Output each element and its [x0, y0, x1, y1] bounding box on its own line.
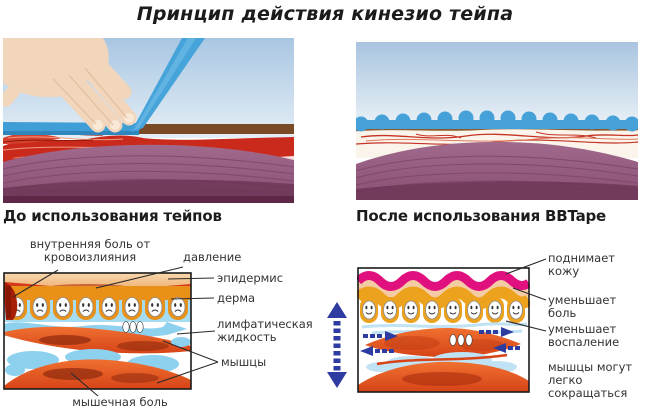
cell-ovals: [449, 334, 473, 346]
epidermis-layer: [4, 273, 191, 286]
illustration-after-taping: [356, 42, 638, 200]
wavy-tape: [356, 110, 638, 132]
label-internal-pain: внутренняя боль от кровоизлияния: [29, 237, 151, 264]
muscle-relaxed: [365, 328, 521, 358]
diagram-after-tape: [353, 267, 533, 393]
diagram-before-tape: [3, 272, 192, 390]
hand: [3, 38, 137, 133]
after-taping-scene: [356, 42, 638, 200]
label-muscle-pain: мышечная боль: [72, 395, 168, 409]
muscle-motion-arrows: [360, 327, 520, 356]
cell-ovals: [122, 321, 144, 333]
page-title: Принцип действия кинезио тейпа: [136, 3, 514, 25]
before-taping-scene: [3, 38, 294, 203]
illustration-before-taping: [3, 38, 294, 203]
kinesio-tape-wavy: [354, 271, 532, 291]
caption-after: После использования BBTape: [356, 207, 607, 225]
label-derma: дерма: [217, 291, 256, 305]
epidermis-wavy: [354, 279, 532, 301]
skin-surface: [131, 124, 294, 134]
label-lymphatic-fluid: лимфатическая жидкость: [217, 317, 313, 344]
label-pressure: давление: [183, 250, 242, 264]
label-epidermis: эпидермис: [217, 271, 284, 285]
label-reduces-pain: уменьшает боль: [548, 293, 617, 320]
label-lifts-skin: поднимает кожу: [548, 251, 615, 278]
lift-direction-arrow: [327, 302, 347, 388]
label-muscles-contract: мышцы могут легко сокращаться: [548, 360, 633, 400]
skin-cross-section-after: [353, 267, 533, 393]
label-muscles: мышцы: [221, 355, 267, 369]
skin-cross-section-before: [3, 272, 192, 390]
caption-before: До использования тейпов: [3, 207, 222, 225]
label-reduces-inflammation: уменьшает воспаление: [548, 322, 620, 349]
